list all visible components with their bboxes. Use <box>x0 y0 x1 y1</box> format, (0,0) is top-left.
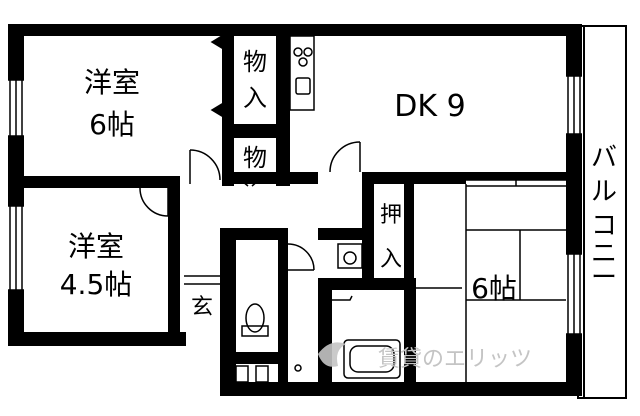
room-tatami-6: 6帖 <box>471 272 517 305</box>
balcony-char-4: ニ <box>591 239 617 269</box>
windows <box>8 75 582 335</box>
room-western-6-size: 6帖 <box>89 108 135 141</box>
tatami-grid <box>414 172 566 382</box>
storage-mid-char-1: 物 <box>243 144 267 172</box>
bathtub-icon <box>343 339 401 379</box>
oshiire-char-1: 押 <box>380 203 402 228</box>
washbasin-icon <box>337 243 363 269</box>
entrance-label: 玄 <box>191 295 213 320</box>
balcony-char-3: コ <box>591 211 617 241</box>
room-dk: DK 9 <box>394 89 465 124</box>
balcony-char-1: バ <box>591 143 617 173</box>
room-western-45-name: 洋室 <box>68 230 124 263</box>
balcony-char-5: ー <box>591 263 617 293</box>
doors <box>139 34 361 301</box>
watermark-text: 賃貸のエリッツ <box>378 347 532 372</box>
toilet-icon <box>241 303 269 337</box>
oshiire-char-2: 入 <box>380 247 402 272</box>
kitchen-stove-icon <box>289 35 315 111</box>
storage-top-char-1: 物 <box>243 48 267 76</box>
room-western-45-size: 4.5帖 <box>60 268 133 301</box>
room-western-6-name: 洋室 <box>84 66 140 99</box>
balcony-char-2: ル <box>591 177 617 207</box>
utility-boxes <box>235 364 302 383</box>
watermark-logo-icon <box>318 342 346 367</box>
storage-top-char-2: 入 <box>243 84 267 112</box>
